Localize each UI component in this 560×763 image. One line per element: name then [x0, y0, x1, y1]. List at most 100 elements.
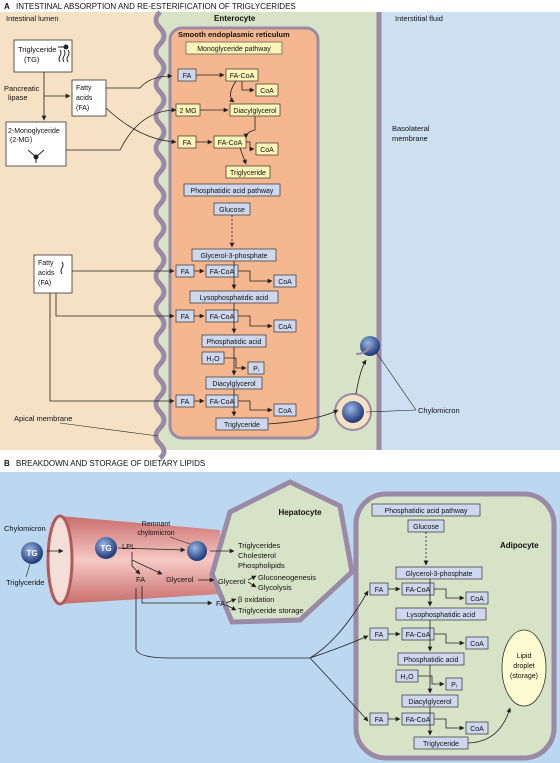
tg-to-vesicle-arrow — [267, 409, 339, 425]
beta-ox-label: β oxidation — [238, 595, 274, 604]
phosphatidic-arrows — [194, 215, 273, 417]
chylo-pointer-2 — [365, 409, 417, 413]
b-pap-label: Phosphatidic acid pathway — [385, 508, 468, 515]
pancreatic-lipase-line2: lipase — [8, 93, 28, 102]
adipocyte-arrows — [309, 532, 512, 744]
triglyceride2-label: Triglyceride — [224, 422, 260, 429]
fa2box-line2: acids — [38, 270, 55, 277]
fa-hep-label: FA — [216, 599, 225, 608]
exocytosis-membrane — [355, 345, 371, 355]
adipocyte-pathway: Phosphatidic acid pathway Glucose Glycer… — [369, 503, 489, 750]
mg-line1: 2-Monoglyceride — [8, 128, 60, 135]
b-fa3-label: FA — [375, 717, 384, 724]
diacylglycerol2-label: Diacylglycerol — [212, 381, 256, 388]
intestinal-lumen — [0, 12, 165, 450]
lumen-label: Intestinal lumen — [6, 14, 59, 23]
b-coa3-label: CoA — [470, 726, 484, 733]
coa4-label: CoA — [278, 324, 292, 331]
facoa2-label: FA-CoA — [218, 140, 243, 147]
remnant-particle — [187, 541, 207, 561]
b-pap-box — [371, 503, 481, 517]
fa-lumen-arrows — [49, 268, 175, 404]
mg-pathway: FA FA-CoA CoA 2 MG Diacylglycerol FA FA-… — [175, 68, 281, 179]
b-coa2-box — [465, 636, 489, 650]
chylomicron-b-label: Chylomicron — [4, 524, 46, 533]
remnant-line2: chylomicron — [137, 530, 174, 537]
remnant-line1: Remnant — [142, 521, 170, 528]
b-h2o-label: H₂O — [400, 674, 414, 681]
lysophosphatidic-label: Lysophosphatidic acid — [200, 295, 269, 302]
glycerol-hep-label: Glycerol — [218, 577, 246, 586]
apical-membrane-line — [153, 10, 167, 460]
vessel-opening — [46, 514, 74, 606]
fa-b-label: FA — [136, 575, 145, 584]
tg-molecule-icon — [58, 44, 70, 63]
phosphatidic-pathway-box — [183, 183, 281, 197]
mg2-label: 2 MG — [179, 108, 196, 115]
mg-pathway-arrows — [196, 72, 256, 165]
b-coa2-label: CoA — [470, 641, 484, 648]
hepatocyte-label: Hepatocyte — [278, 508, 322, 517]
smooth-er — [168, 26, 320, 440]
b-lyso-label: Lysophosphatidic acid — [407, 612, 476, 619]
fa2box-line1: Fatty — [38, 260, 54, 267]
lipid-droplet-line3: (storage) — [510, 673, 538, 680]
tg-label-1: TG — [26, 549, 37, 558]
pi-box — [247, 361, 265, 375]
hepatocyte-cell — [209, 479, 355, 625]
fa-chain-icon — [60, 261, 64, 275]
hep-product-1: Triglycerides — [238, 541, 280, 550]
fa5-label: FA — [181, 399, 190, 406]
enterocyte-label: Enterocyte — [214, 14, 256, 23]
interstitial-label: Interstitial fluid — [395, 14, 443, 23]
basolateral-line2: membrane — [392, 134, 428, 143]
fa3-label: FA — [181, 269, 190, 276]
b-coa3-box — [465, 721, 489, 735]
b-facoa2-label: FA-CoA — [406, 632, 431, 639]
fa1-line3: (FA) — [76, 105, 89, 112]
panel-a-letter: A — [4, 2, 10, 11]
b-facoa3-label: FA-CoA — [406, 717, 431, 724]
chylo-pointer-1 — [375, 351, 417, 411]
b-coa1-label: CoA — [470, 596, 484, 603]
hep-product-3: Phospholipids — [238, 561, 285, 570]
triglyceride-box — [225, 165, 271, 179]
b-fa2-label: FA — [375, 632, 384, 639]
panel-a-title: INTESTINAL ABSORPTION AND RE-ESTERIFICAT… — [16, 2, 296, 11]
pancreatic-lipase-line1: Pancreatic — [4, 84, 40, 93]
b-g3p-label: Glycerol-3-phosphate — [406, 571, 473, 578]
panel-b-title: BREAKDOWN AND STORAGE OF DIETARY LIPIDS — [16, 459, 205, 468]
chylomicron-particle-1 — [342, 401, 364, 423]
apical-pointer — [59, 422, 159, 437]
facoa5-label: FA-CoA — [210, 399, 235, 406]
b-g3p-box — [395, 566, 483, 580]
fa4-label: FA — [181, 314, 190, 321]
h2o-label: H₂O — [206, 356, 220, 363]
lpl-label: LPL — [122, 542, 135, 551]
monoglyceride-pathway-box — [185, 41, 283, 55]
fa2-label: FA — [183, 140, 192, 147]
glycolysis-label: Glycolysis — [258, 583, 292, 592]
fa2box-line3: (FA) — [38, 280, 51, 287]
coa-label: CoA — [260, 88, 274, 95]
apical-label: Apical membrane — [14, 414, 72, 423]
coa4-box — [273, 319, 297, 333]
coa2-box — [255, 142, 279, 156]
b-coa1-box — [465, 591, 489, 605]
triglyceride-label: Triglyceride — [230, 170, 266, 177]
chylomicron-b1 — [21, 542, 43, 564]
panel-b-letter: B — [4, 459, 10, 468]
fa-label: FA — [183, 73, 192, 80]
coa3-box — [273, 274, 297, 288]
monoglyceride-pathway-label: Monoglyceride pathway — [197, 46, 271, 53]
lipid-droplet — [501, 629, 547, 707]
coa2-label: CoA — [260, 147, 274, 154]
phosphatidic-pathway-label: Phosphatidic acid pathway — [191, 188, 274, 195]
glucose-label: Glucose — [219, 207, 245, 214]
b-dag-label: Diacylglycerol — [408, 699, 452, 706]
hep-product-2: Cholesterol — [238, 551, 276, 560]
glycerol-b-label: Glycerol — [166, 575, 194, 584]
coa5-box — [273, 403, 297, 417]
adipocyte-label: Adipocyte — [500, 541, 539, 550]
coa3-label: CoA — [278, 279, 292, 286]
